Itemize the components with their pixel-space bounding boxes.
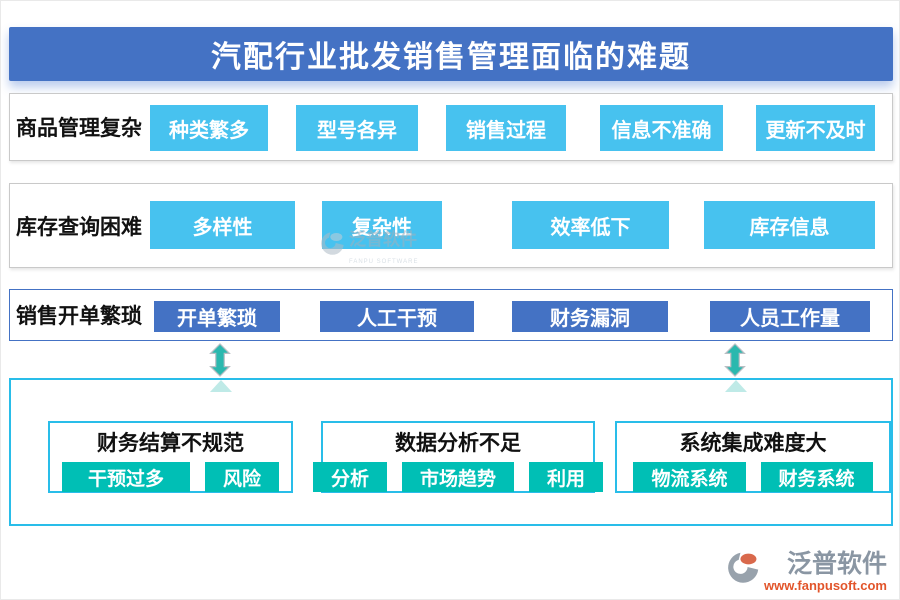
- updown-arrow-icon: [724, 343, 746, 377]
- row-label: 商品管理复杂: [16, 117, 142, 140]
- card-financial-settlement: 财务结算不规范 干预过多 风险: [48, 421, 293, 493]
- arrow-reflection: [210, 380, 232, 392]
- tag: 市场趋势: [402, 462, 515, 492]
- card-title: 财务结算不规范: [97, 432, 244, 455]
- tag: 物流系统: [633, 462, 746, 492]
- vendor-logo-icon: [728, 552, 759, 583]
- vendor-url: www.fanpusoft.com: [763, 578, 887, 593]
- item-chip: 更新不及时: [756, 105, 875, 151]
- item-chip: 多样性: [150, 201, 295, 249]
- tag: 风险: [205, 462, 280, 492]
- item-chip: 人员工作量: [710, 301, 870, 332]
- tag: 利用: [529, 462, 604, 492]
- arrow-reflection: [725, 380, 747, 392]
- tag: 分析: [312, 462, 387, 492]
- item-chip: 复杂性: [322, 201, 442, 249]
- item-chip: 人工干预: [320, 301, 474, 332]
- row-product-management: 商品管理复杂 种类繁多 型号各异 销售过程 信息不准确 更新不及时: [9, 93, 893, 161]
- row-sales-billing: 销售开单繁琐 开单繁琐 人工干预 财务漏洞 人员工作量: [9, 289, 893, 341]
- item-chip: 效率低下: [512, 201, 669, 249]
- tag: 干预过多: [61, 462, 190, 492]
- row-label: 库存查询困难: [16, 215, 142, 239]
- vendor-name: 泛普软件: [786, 550, 887, 578]
- vendor-logo: 泛普软件 www.fanpusoft.com: [728, 551, 887, 593]
- card-title: 数据分析不足: [395, 432, 521, 455]
- item-chip: 财务漏洞: [512, 301, 668, 332]
- updown-arrow-icon: [209, 343, 231, 377]
- card-data-analysis: 数据分析不足 分析 市场趋势 利用: [312, 421, 604, 493]
- row-label: 销售开单繁琐: [16, 305, 142, 328]
- page-title: 汽配行业批发销售管理面临的难题: [211, 41, 691, 74]
- item-chip: 种类繁多: [150, 105, 268, 151]
- item-chip: 库存信息: [704, 201, 875, 249]
- tag-row: 物流系统 财务系统: [617, 462, 889, 492]
- tag-row: 分析 市场趋势 利用: [312, 462, 604, 492]
- row-inventory-query: 库存查询困难 多样性 复杂性 效率低下 库存信息: [9, 183, 893, 268]
- tag: 财务系统: [760, 462, 873, 492]
- item-chip: 开单繁琐: [154, 301, 280, 332]
- item-chip: 型号各异: [296, 105, 418, 151]
- title-banner: 汽配行业批发销售管理面临的难题: [9, 27, 893, 81]
- item-chip: 信息不准确: [600, 105, 723, 151]
- bottom-panel: 财务结算不规范 干预过多 风险 数据分析不足 分析 市场趋势 利用 系统集成难度…: [9, 378, 893, 526]
- card-system-integration: 系统集成难度大 物流系统 财务系统: [615, 421, 891, 493]
- item-chip: 销售过程: [446, 105, 566, 151]
- card-title: 系统集成难度大: [679, 432, 827, 455]
- tag-row: 干预过多 风险: [50, 462, 291, 492]
